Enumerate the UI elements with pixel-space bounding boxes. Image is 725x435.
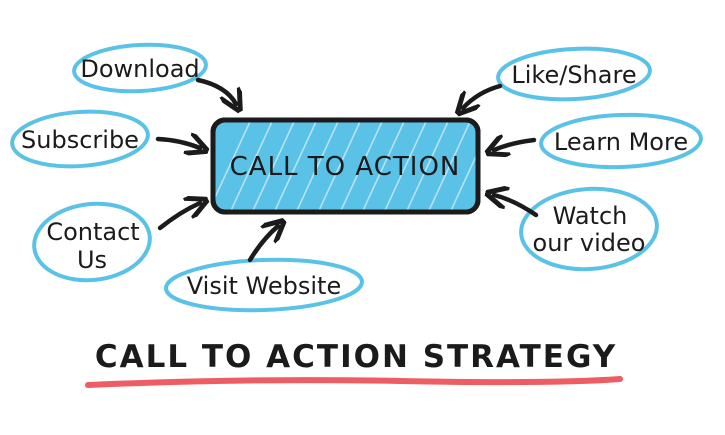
subscribe-label: Subscribe	[21, 126, 139, 154]
contact-us-bubble	[32, 201, 152, 283]
node-watch-our-video: Watch our video	[519, 186, 659, 272]
node-learn-more: Learn More	[539, 112, 703, 170]
visit-website-bubble	[164, 257, 364, 313]
like-share-label: Like/Share	[511, 61, 636, 89]
center-label: CALL TO ACTION	[230, 152, 461, 182]
node-subscribe: Subscribe	[10, 109, 150, 169]
watch-our-video-label-line1: Watch	[553, 202, 628, 230]
arrow-download	[195, 77, 236, 104]
arrow-like-share	[463, 83, 503, 108]
arrow-watch-our-video	[494, 195, 539, 218]
node-download: Download	[72, 42, 208, 94]
center-node: CALL TO ACTION	[210, 117, 481, 215]
node-visit-website: Visit Website	[164, 257, 364, 313]
learn-more-bubble	[539, 112, 703, 170]
title-underline	[85, 376, 623, 388]
watch-our-video-bubble	[519, 186, 659, 272]
watch-our-video-label-line2: our video	[533, 229, 646, 257]
arrow-learn-more	[494, 140, 537, 150]
download-bubble	[72, 42, 208, 94]
arrow-contact-us	[157, 203, 200, 231]
like-share-bubble	[496, 46, 652, 102]
diagram-title: CALL TO ACTION STRATEGY	[95, 339, 617, 375]
subscribe-bubble	[10, 109, 150, 169]
contact-us-label-line1: Contact	[46, 218, 139, 246]
node-contact-us: Contact Us	[32, 201, 152, 283]
learn-more-label: Learn More	[554, 128, 688, 156]
contact-us-label-line2: Us	[77, 246, 107, 274]
download-label: Download	[80, 55, 199, 83]
arrow-visit-website	[247, 226, 278, 263]
arrow-subscribe	[155, 139, 200, 148]
visit-website-label: Visit Website	[187, 272, 341, 300]
node-like-share: Like/Share	[496, 46, 652, 102]
